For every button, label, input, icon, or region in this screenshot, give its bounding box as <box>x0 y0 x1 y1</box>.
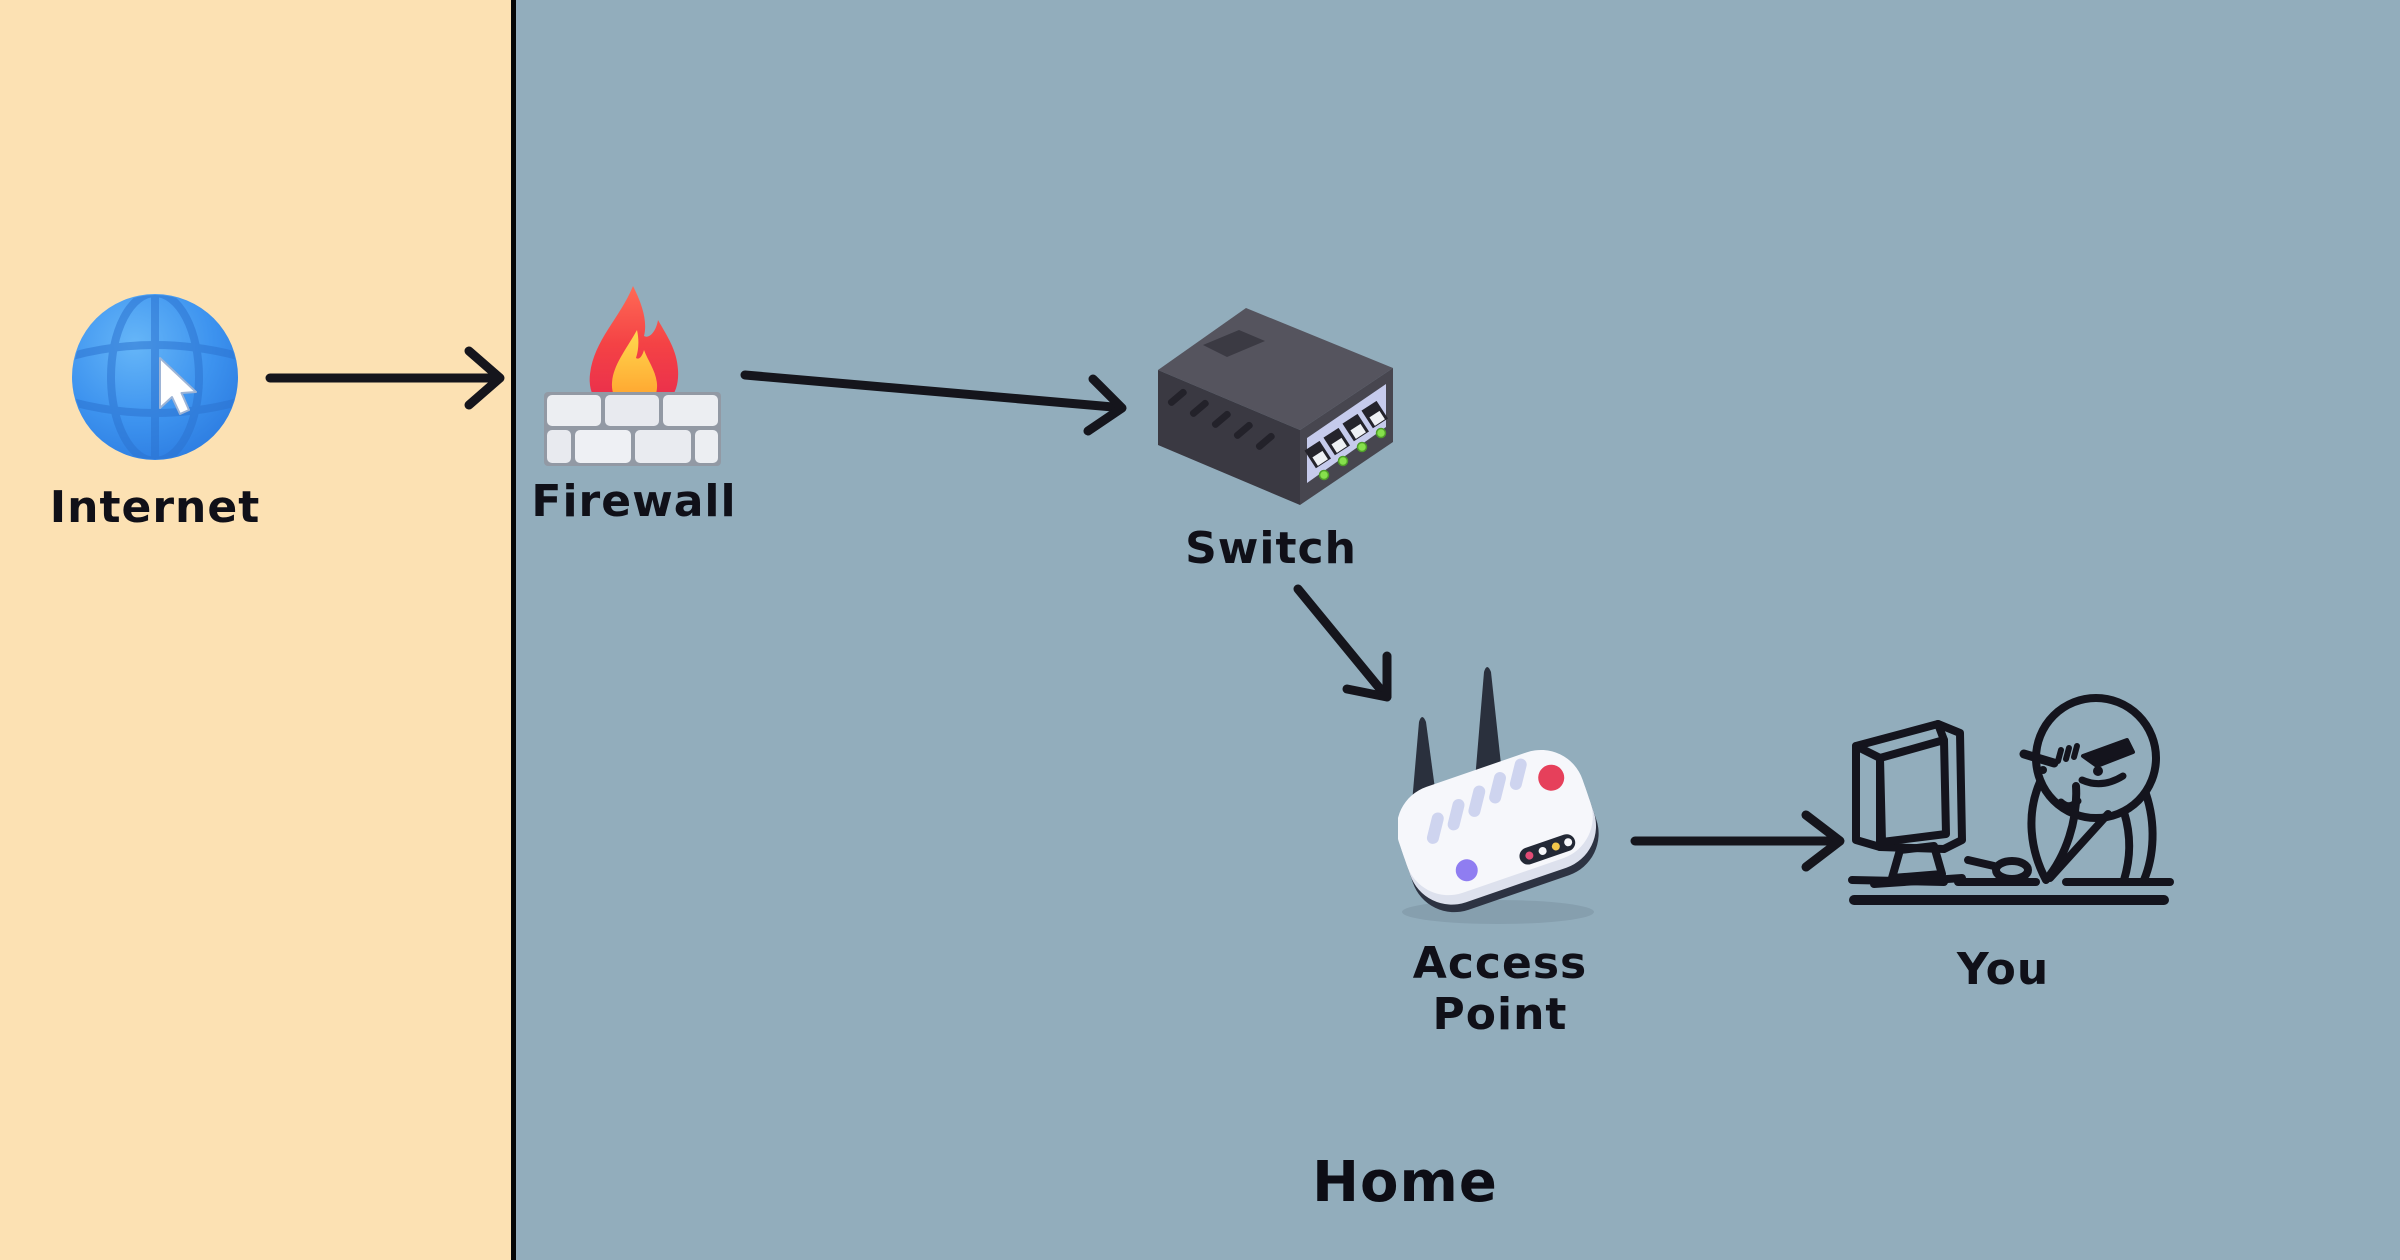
switch-vents <box>1167 388 1275 450</box>
node-switch: Switch <box>1155 305 1395 574</box>
node-label-switch: Switch <box>1185 523 1357 574</box>
arrow-firewall-to-switch <box>740 370 1127 436</box>
router-led-strip <box>1519 834 1576 865</box>
node-you: You <box>1840 690 2180 995</box>
doodle-desk <box>1848 876 2174 905</box>
globe-with-cursor-icon <box>72 294 238 460</box>
antenna-right <box>1474 667 1504 792</box>
switch-leds <box>1318 427 1387 481</box>
node-label-internet: Internet <box>49 482 261 533</box>
router-red-button <box>1538 764 1565 791</box>
internet-zone-panel <box>0 0 511 1260</box>
node-internet: Internet <box>50 292 259 533</box>
doodle-mouse <box>1964 856 2032 883</box>
network-switch-icon <box>1158 308 1393 505</box>
wireless-router-icon <box>1396 667 1599 924</box>
node-access-point: Access Point <box>1396 660 1608 1040</box>
home-zone-label: Home <box>1312 1150 1498 1215</box>
arrow-access-point-to-you <box>1630 810 1845 872</box>
cursor-icon <box>159 357 197 415</box>
node-firewall: Firewall <box>531 280 736 527</box>
router-vents <box>1426 758 1527 844</box>
switch-ports <box>1304 400 1388 469</box>
person-at-computer-doodle-icon <box>1848 694 2174 905</box>
doodle-person <box>2019 694 2160 884</box>
arrow-switch-to-access-point <box>1293 584 1392 702</box>
node-label-you: You <box>1956 944 2050 995</box>
brick-wall-flame-icon <box>544 286 721 466</box>
node-label-access-point: Access Point <box>1412 938 1588 1040</box>
router-purple-button <box>1455 859 1478 882</box>
doodle-monitor <box>1852 720 1966 888</box>
zone-divider-line <box>511 0 516 1260</box>
node-label-firewall: Firewall <box>531 476 737 527</box>
